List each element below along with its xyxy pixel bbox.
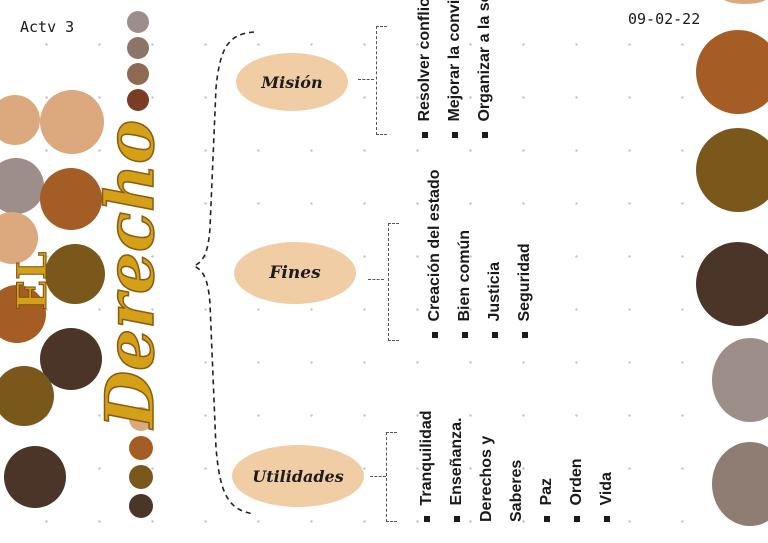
decor-circle	[696, 30, 768, 114]
decor-circle	[0, 366, 54, 426]
swatch-circle	[129, 494, 153, 518]
list-item: Mejorar la convivencia	[440, 0, 470, 138]
branch-label-utilidades: Utilidades	[232, 445, 364, 507]
activity-label: Actv 3	[20, 18, 75, 36]
title-el: EL	[9, 251, 57, 311]
swatch-circle	[129, 407, 153, 431]
connector-line	[358, 79, 374, 80]
decor-circle	[40, 168, 102, 230]
decor-circle	[712, 338, 768, 422]
list-item: Resolver conflictos	[410, 0, 440, 138]
list-item: Vida	[592, 398, 622, 522]
swatch-circle	[129, 436, 153, 460]
connector-line	[370, 476, 386, 477]
list-item: Orden	[562, 398, 592, 522]
items-bracket	[386, 432, 397, 522]
list-item: Organizar a la sociedad	[470, 0, 500, 138]
swatch-circle	[127, 63, 149, 85]
swatch-circle	[127, 37, 149, 59]
title-derecho: Derecho	[90, 119, 170, 429]
list-item: Bien común	[450, 214, 480, 338]
items-bracket	[376, 26, 387, 135]
branch-label-mision: Misión	[236, 53, 348, 111]
list-item: Justicia	[480, 214, 510, 338]
connector-line	[368, 279, 384, 280]
list-item: Tranquilidad	[412, 398, 442, 522]
decor-circle	[696, 128, 768, 212]
swatch-circle	[127, 89, 149, 111]
decor-circle	[40, 328, 102, 390]
mision-items: Resolver conflictos Mejorar la convivenc…	[410, 0, 590, 138]
decor-circle	[0, 95, 40, 145]
decor-circle	[4, 446, 66, 508]
list-item: Paz	[532, 398, 562, 522]
decor-circle	[0, 285, 46, 343]
date-label: 09-02-22	[628, 10, 701, 28]
swatch-circle	[129, 465, 153, 489]
decor-circle	[696, 242, 768, 326]
decor-circle	[40, 90, 104, 154]
fines-items: Creación del estado Bien común Justicia …	[420, 170, 570, 338]
decor-circle	[45, 244, 105, 304]
list-item: Creación del estado	[420, 170, 450, 338]
decor-circle	[722, 0, 768, 4]
list-item: Seguridad	[510, 214, 540, 338]
utilidades-items: Tranquilidad Enseñanza. Derechos y Saber…	[412, 398, 637, 522]
branch-label-fines: Fines	[234, 242, 356, 304]
decor-circle	[712, 442, 768, 526]
items-bracket	[388, 223, 399, 341]
list-item: Enseñanza. Derechos y Saberes	[448, 417, 525, 522]
decor-circle	[0, 158, 44, 214]
swatch-circle	[127, 11, 149, 33]
